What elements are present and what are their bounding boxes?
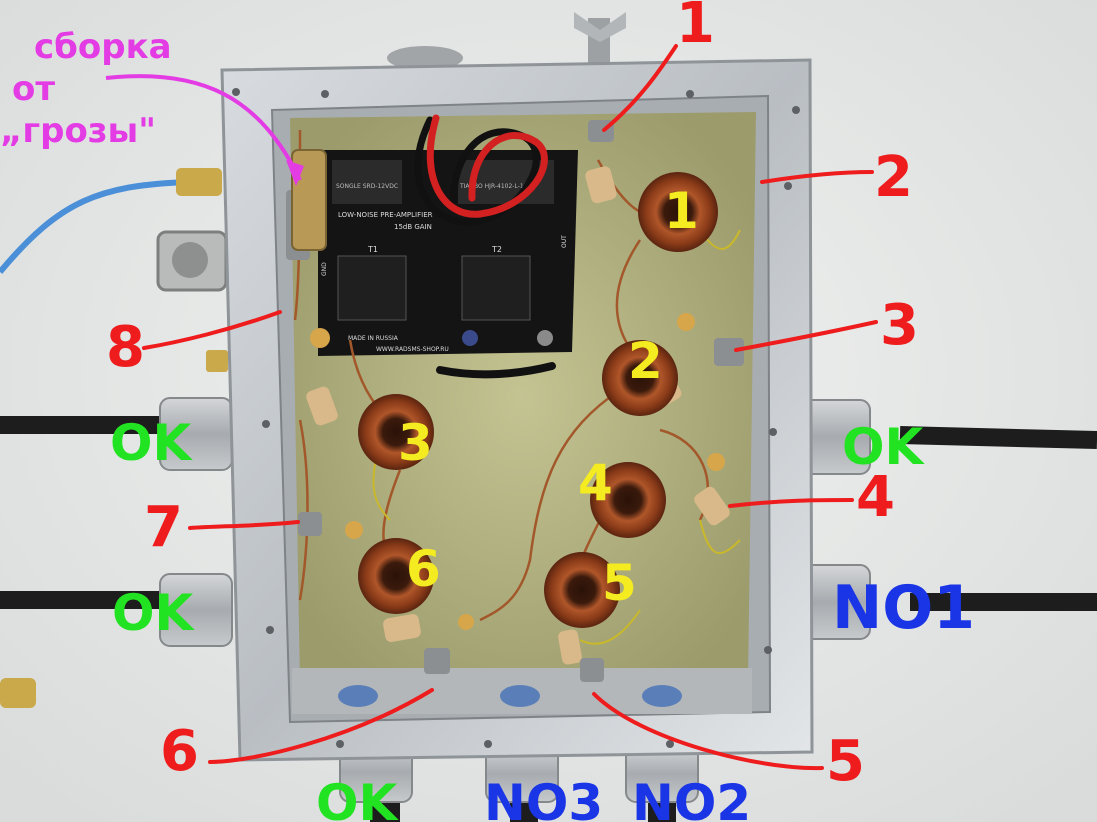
coil-label-5: 5 — [602, 554, 637, 612]
status-ok-left-top: OK — [110, 414, 194, 472]
surge-label-line-3: „грозы" — [0, 111, 156, 151]
coil-6 — [358, 538, 434, 614]
coil-label-4: 4 — [578, 454, 613, 512]
surge-protection-board — [291, 149, 327, 251]
status-ok-bottom: OK — [316, 774, 400, 822]
pcb-site: WWW.RADSMS-SHOP.RU — [376, 346, 449, 353]
pcb-out: OUT — [561, 235, 568, 248]
capacitors — [310, 313, 725, 630]
status-no3: NO3 — [484, 774, 603, 822]
pcb-t1: T1 — [367, 245, 378, 254]
coil-label-1: 1 — [664, 182, 699, 240]
status-no1: NO1 — [832, 573, 975, 643]
relay-2-label: TIANBO HJR-4102-L-12V — [459, 183, 533, 190]
coil-4 — [590, 462, 666, 538]
surge-arrow-head — [286, 160, 304, 186]
pcb-t2: T2 — [491, 245, 502, 254]
left-connectors — [0, 230, 228, 708]
coil-2 — [602, 340, 678, 416]
pcb-gnd: GND — [321, 262, 328, 276]
coil-3 — [358, 394, 434, 470]
coil-labels: 1 2 3 4 5 6 — [398, 182, 699, 612]
surge-label: сборка от „грозы" — [0, 27, 172, 151]
status-no2: NO2 — [632, 774, 751, 822]
coil-label-6: 6 — [406, 540, 441, 598]
relay-1-label: SONGLE SRD-12VDC — [336, 183, 398, 190]
power-wires — [414, 114, 556, 379]
point-label-8: 8 — [106, 315, 145, 380]
surge-label-line-1: сборка — [34, 27, 172, 67]
point-label-6: 6 — [160, 719, 199, 784]
status-ok-left-bottom: OK — [112, 584, 196, 642]
coil-5 — [544, 552, 620, 628]
cable-glands — [159, 397, 871, 803]
coil-label-3: 3 — [398, 414, 433, 472]
surge-label-line-2: от — [12, 69, 55, 109]
point-label-4: 4 — [856, 465, 895, 530]
wing-nut — [387, 12, 626, 73]
annotation-lines — [142, 44, 878, 771]
status-labels: OK OK OK OK NO1 NO2 NO3 — [110, 414, 975, 822]
pcb-made: MADE IN RUSSIA — [348, 335, 399, 342]
point-label-3: 3 — [880, 293, 919, 358]
point-label-1: 1 — [676, 0, 715, 56]
screw-holes — [232, 88, 800, 748]
pcb-gain: 15dB GAIN — [394, 223, 432, 231]
coil-1 — [638, 172, 718, 252]
surge-arrow-line — [105, 74, 302, 181]
bottom-feedthroughs — [292, 668, 752, 714]
status-ok-right: OK — [842, 418, 926, 476]
toroid-coils — [358, 172, 718, 628]
point-label-5: 5 — [826, 729, 865, 794]
pcb-title: LOW-NOISE PRE-AMPLIFIER — [338, 211, 433, 219]
point-labels: 1 2 3 4 5 6 7 8 — [106, 0, 919, 794]
point-label-7: 7 — [144, 495, 183, 560]
point-label-2: 2 — [874, 145, 913, 210]
coil-label-2: 2 — [628, 332, 663, 390]
